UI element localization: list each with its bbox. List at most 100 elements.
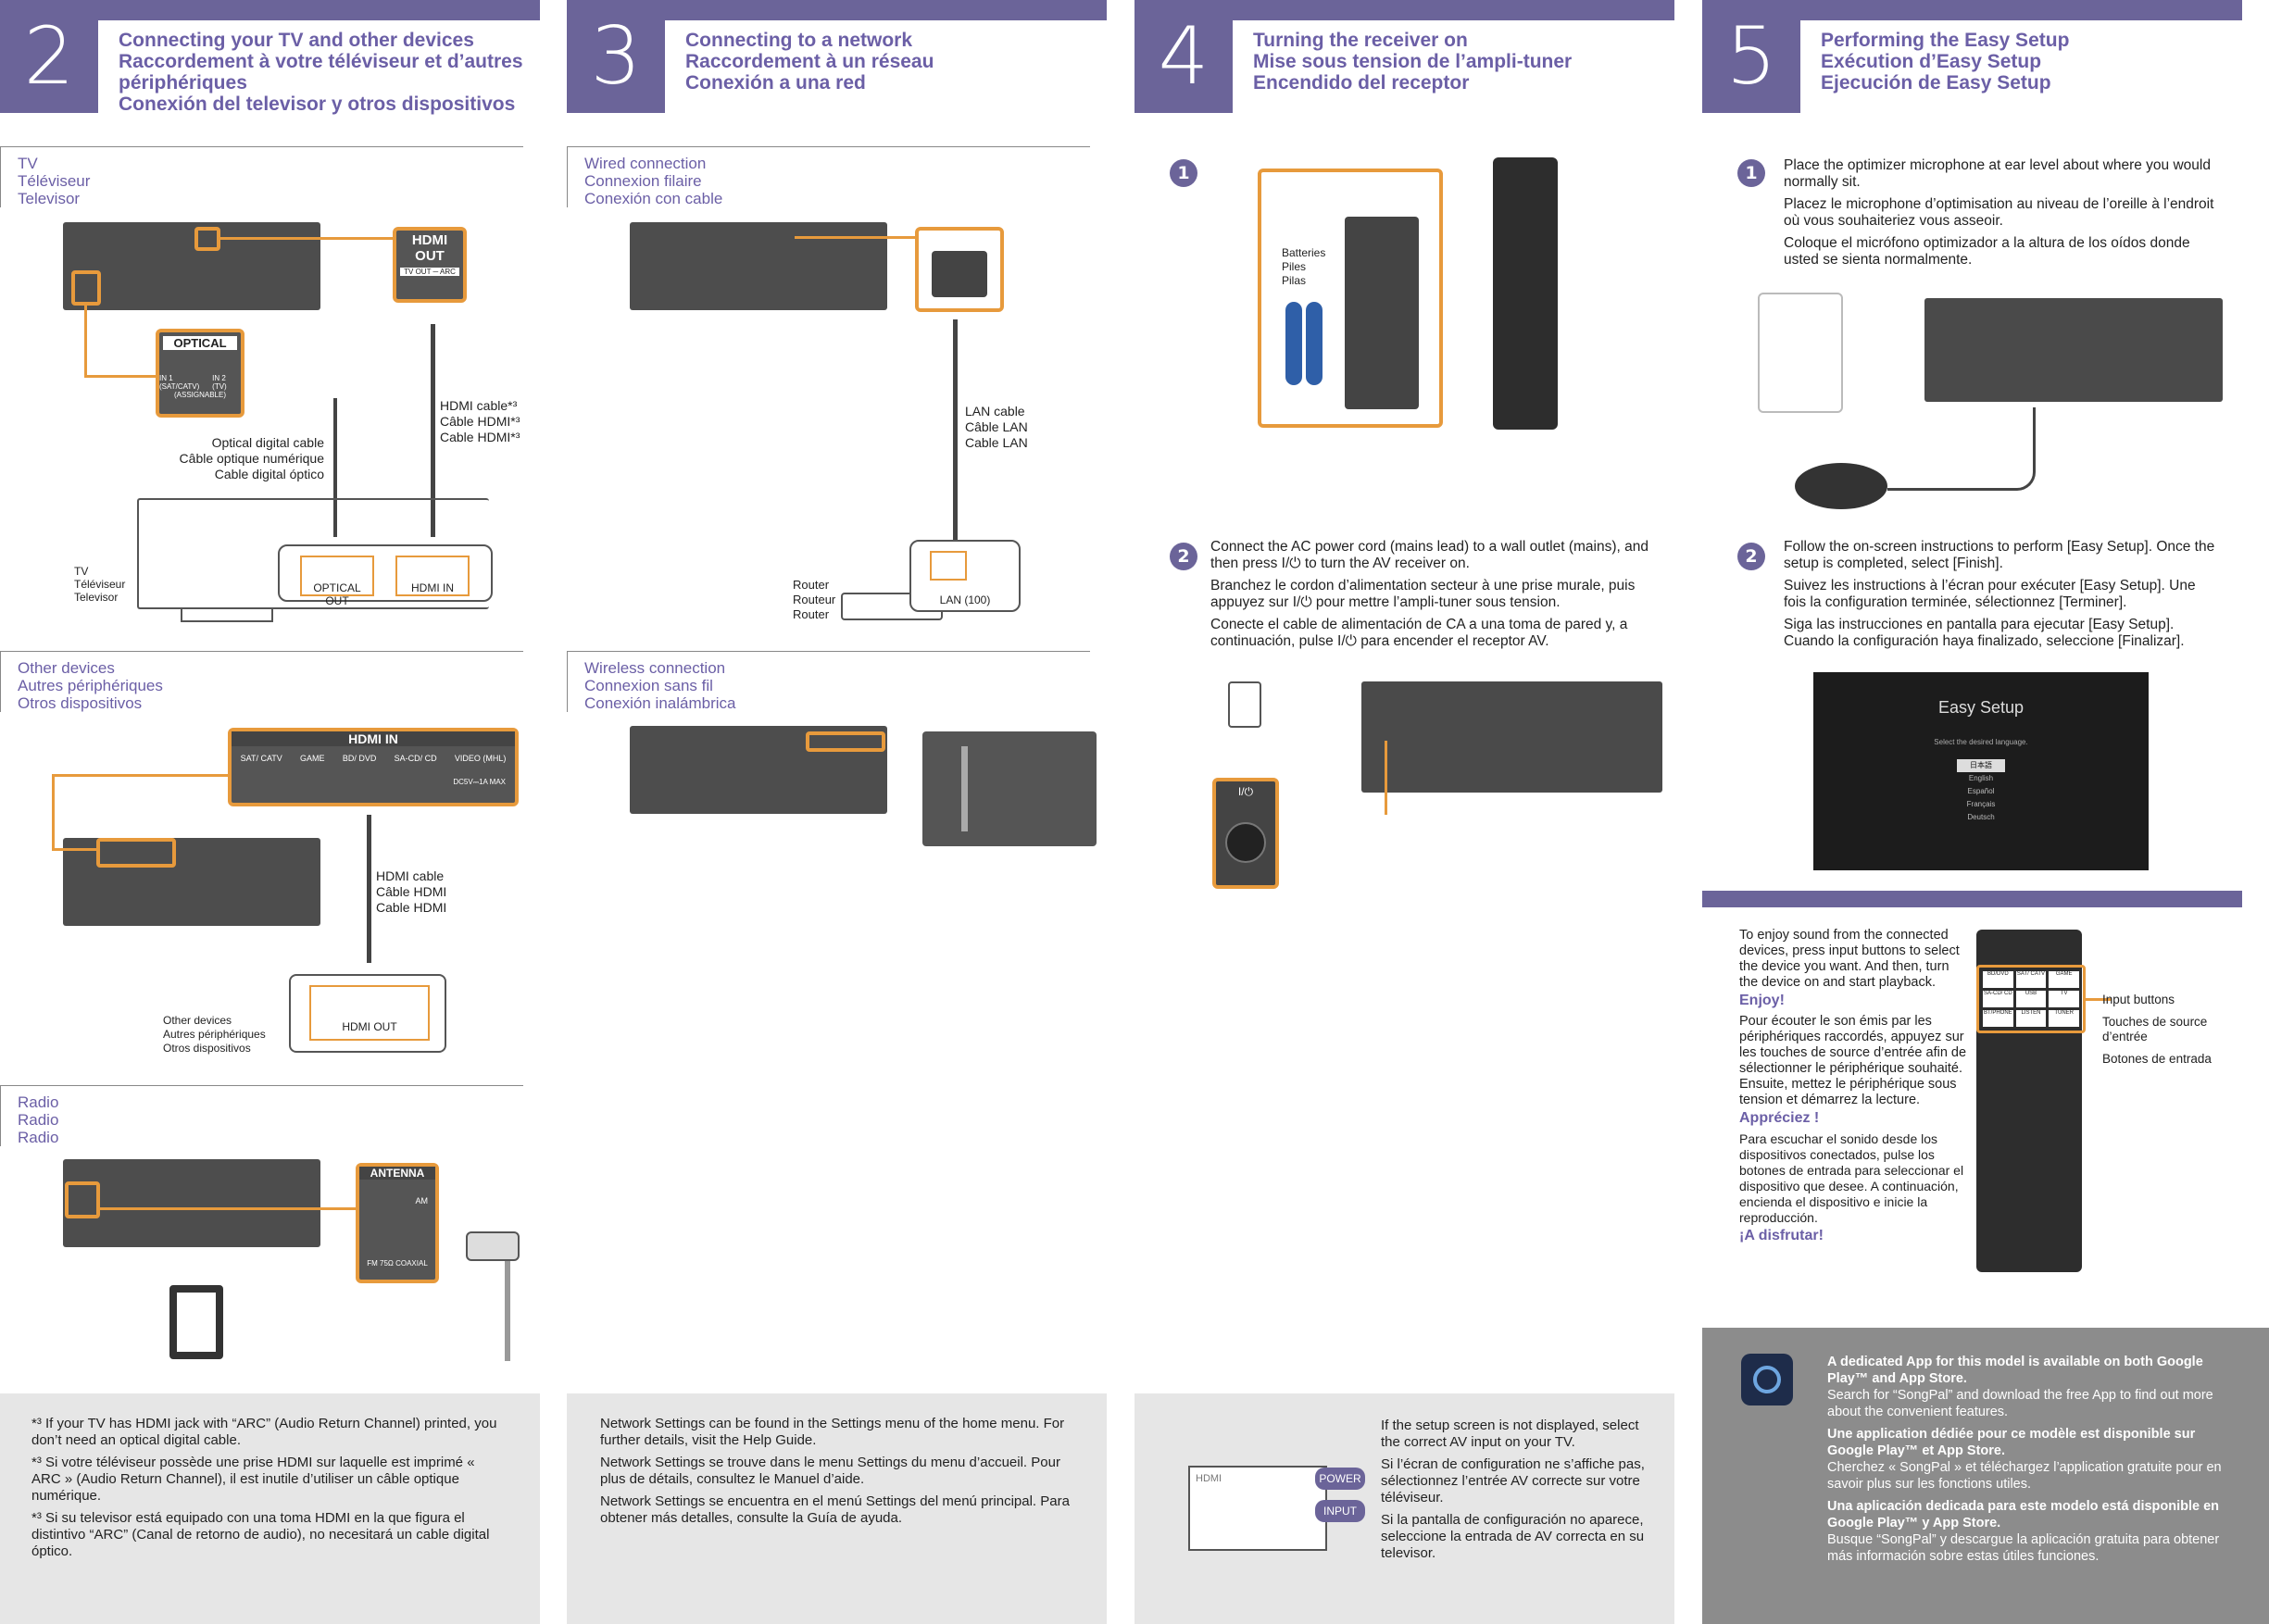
step-badge: 2 (1737, 543, 1765, 570)
hdmi-cable-tv (431, 324, 435, 537)
battery-compartment (1258, 169, 1443, 428)
enjoy-text: To enjoy sound from the connected device… (1739, 928, 1967, 1243)
optical-jack-highlight (71, 270, 101, 306)
step-badge: 1 (1170, 159, 1197, 187)
language-option[interactable]: English (1968, 774, 1994, 782)
hdmi-out-highlight (194, 227, 220, 251)
language-option[interactable]: Deutsch (1967, 813, 1995, 821)
input-key-sacd-cd[interactable]: SA-CD/ CD (1983, 991, 2013, 1007)
hdmi-out-jack: HDMI OUT (309, 985, 430, 1041)
input-key-bt-phone[interactable]: BT/PHONE (1983, 1010, 2013, 1027)
input-key-listen[interactable]: LISTEN (2015, 1010, 2047, 1027)
step-number: 5 (1702, 0, 1800, 113)
receiver-rear-panel (63, 838, 320, 926)
language-list: 日本語 English Español Français Deutsch (1957, 759, 2005, 824)
receiver-front (1361, 681, 1662, 793)
tv-input-note-panel: HDMI POWER INPUT If the setup screen is … (1134, 1393, 1674, 1624)
input-key-tuner[interactable]: TUNER (2049, 1010, 2079, 1027)
receiver-front (1924, 298, 2223, 402)
optical-out-jack: OPTICAL OUT (300, 556, 374, 607)
mic-cable (1887, 407, 2036, 491)
remote-control (1493, 157, 1558, 430)
hdmi-out-zoom: HDMI OUT TV OUT ─ ARC (393, 227, 467, 303)
hdmi-cable-device (367, 815, 371, 963)
step-badge: 2 (1170, 543, 1197, 570)
am-loop-antenna (169, 1285, 223, 1359)
tv-illustration: HDMI (1188, 1466, 1327, 1551)
language-option[interactable]: Español (1967, 787, 1995, 795)
tv-illustration (137, 498, 489, 609)
antenna-zoom: ANTENNA AM FM 75Ω COAXIAL (356, 1163, 439, 1283)
antenna-highlight (65, 1181, 100, 1218)
fm-plug (466, 1231, 520, 1261)
lan-cable (953, 319, 958, 542)
input-key[interactable]: INPUT (1315, 1500, 1365, 1522)
step-number: 3 (567, 0, 665, 113)
step-badge: 1 (1737, 159, 1765, 187)
app-info-panel: A dedicated App for this model is availa… (1702, 1328, 2269, 1624)
tv-jack-panel: OPTICAL OUT HDMI IN (278, 544, 493, 607)
optical-zoom: OPTICAL IN 1 (SAT/CATV)IN 2 (TV) (ASSIGN… (156, 329, 244, 418)
receiver-rear-panel (63, 1159, 320, 1247)
optical-cable (333, 398, 337, 537)
step2-instructions: Follow the on-screen instructions to per… (1784, 539, 2215, 649)
power-button-zoom: I/⏻ (1212, 778, 1279, 889)
step2-instructions: Connect the AC power cord (mains lead) t… (1210, 539, 1648, 649)
network-note-panel: Network Settings can be found in the Set… (567, 1393, 1107, 1624)
optimizer-microphone (1795, 463, 1887, 509)
input-key-tv[interactable]: TV (2049, 991, 2079, 1007)
wall-outlet (1228, 681, 1261, 728)
tv-input-note: If the setup screen is not displayed, se… (1381, 1418, 1645, 1561)
input-key-sat-catv[interactable]: SAT/ CATV (2015, 971, 2047, 988)
footnote-panel: *³ If your TV has HDMI jack with “ARC” (… (0, 1393, 540, 1624)
tv-stand-illustration (1758, 293, 1843, 413)
input-buttons-label: Input buttons Touches de source d’entrée… (2102, 993, 2212, 1066)
router-lan-jack: LAN (100) (909, 540, 1021, 612)
receiver-rear-panel (630, 726, 887, 814)
tv-stand (181, 609, 273, 622)
hdmi-in-highlight (96, 838, 176, 868)
screen-title: Easy Setup (1937, 698, 2025, 717)
wireless-antenna-zoom (922, 731, 1097, 846)
easy-setup-screen: Easy Setup Select the desired language. … (1813, 672, 2149, 870)
language-option[interactable]: 日本語 (1957, 759, 2005, 772)
step-number: 2 (0, 0, 98, 113)
receiver-rear-panel (63, 222, 320, 310)
step1-instructions: Place the optimizer microphone at ear le… (1784, 157, 2214, 268)
songpal-app-icon (1741, 1354, 1793, 1405)
lan-port-zoom (915, 227, 1004, 312)
step-number: 4 (1134, 0, 1233, 113)
app-info-text: A dedicated App for this model is availa… (1827, 1355, 2222, 1564)
hdmi-in-jack: HDMI IN (395, 556, 470, 596)
language-option[interactable]: Français (1966, 800, 1996, 808)
fm-wire-antenna (505, 1241, 510, 1361)
input-key-usb[interactable]: USB (2015, 991, 2047, 1007)
power-key[interactable]: POWER (1315, 1468, 1365, 1490)
input-key-bd-dvd[interactable]: BD/DVD (1983, 971, 2013, 988)
input-key-game[interactable]: GAME (2049, 971, 2079, 988)
enjoy-divider-bar (1702, 891, 2242, 907)
